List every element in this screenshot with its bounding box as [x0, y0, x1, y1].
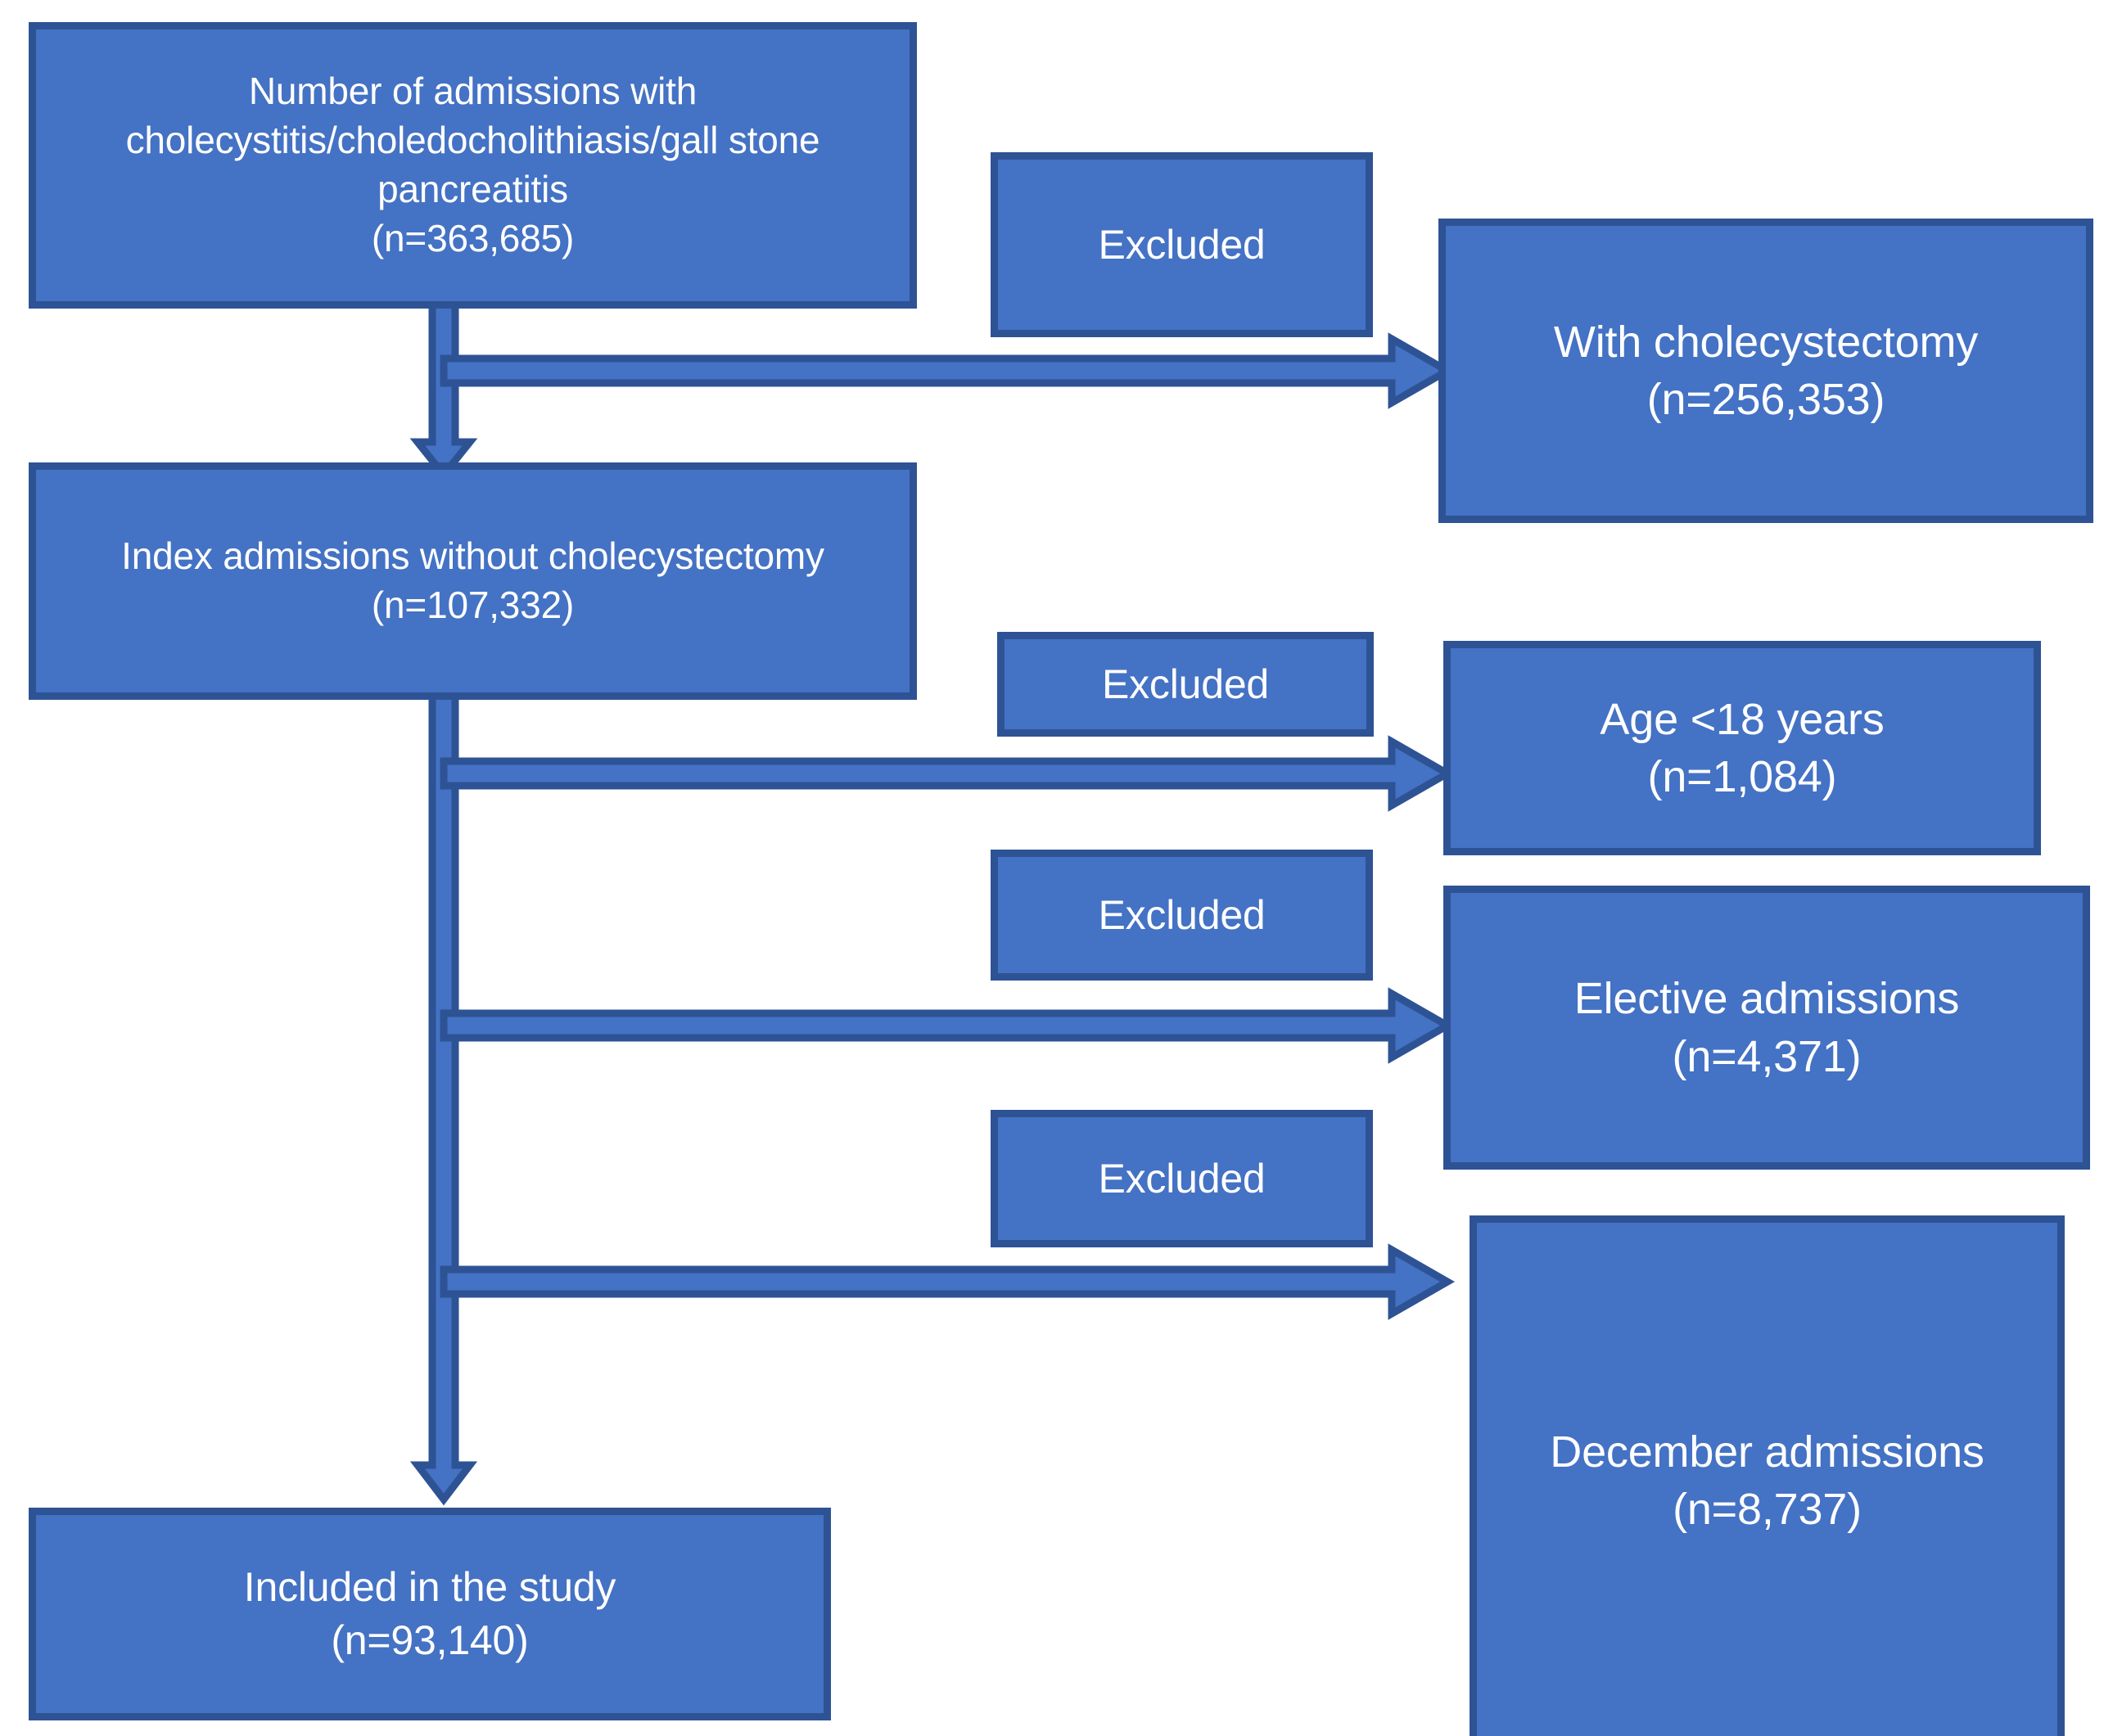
node-age-under-18-years: Age <18 years (n=1,084) [1443, 641, 2041, 855]
node-december-admissions: December admissions (n=8,737) [1470, 1215, 2065, 1736]
node-included-in-study: Included in the study (n=93,140) [29, 1508, 831, 1720]
arrow-source-to-index [409, 297, 478, 481]
node-excluded-4: Excluded [991, 1110, 1373, 1247]
node-source-admissions: Number of admissions with cholecystitis/… [29, 22, 917, 309]
node-excluded-2: Excluded [997, 632, 1374, 737]
arrow-index-to-included [409, 690, 478, 1506]
node-elective-admissions: Elective admissions (n=4,371) [1443, 886, 2090, 1170]
node-excluded-3: Excluded [991, 850, 1373, 981]
arrow-index-to-age-under-18 [440, 735, 1456, 812]
node-excluded-1: Excluded [991, 152, 1373, 337]
arrow-index-to-december-admissions [440, 1243, 1456, 1320]
node-with-cholecystectomy: With cholecystectomy (n=256,353) [1438, 219, 2093, 523]
node-index-admissions-without-cholecystectomy: Index admissions without cholecystectomy… [29, 462, 917, 700]
arrow-source-to-with-cholecystectomy [440, 332, 1456, 409]
arrow-index-to-elective-admissions [440, 987, 1456, 1064]
